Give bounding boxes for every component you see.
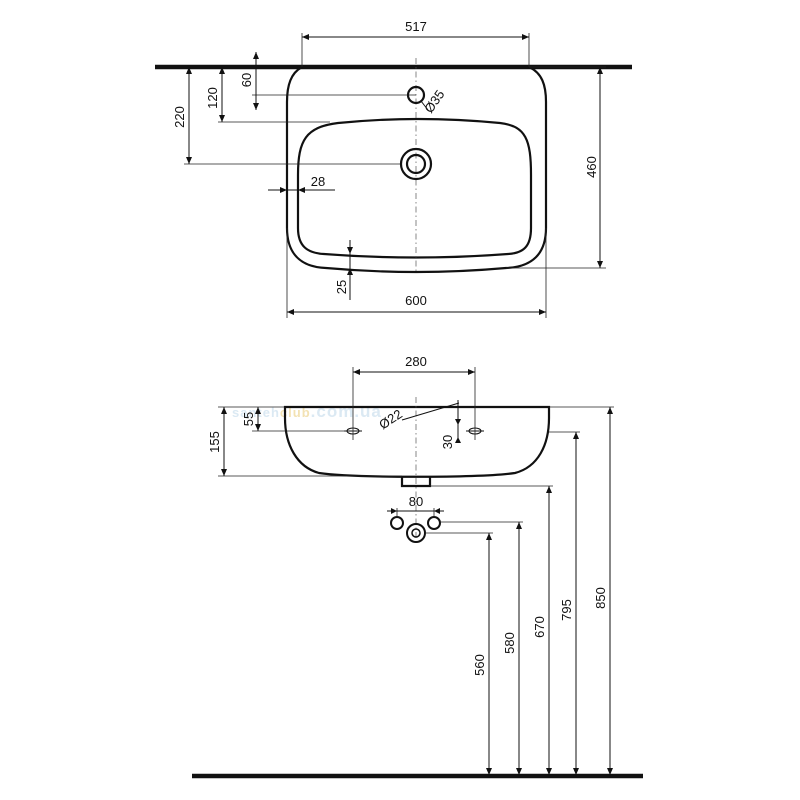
top-view: 517 60 120 220 Ø35 28 460 25 600 [155, 19, 632, 318]
dim-30-label: 30 [440, 435, 455, 449]
watermark-part3: .com.ua [311, 402, 382, 421]
waste-outlet-inner [411, 528, 421, 538]
watermark-part2: club [280, 405, 311, 420]
drain-outer [399, 147, 433, 181]
dim-80-label: 80 [409, 494, 423, 509]
dim-280-label: 280 [405, 354, 427, 369]
dim-460-label: 460 [584, 156, 599, 178]
basin-outline [285, 66, 548, 274]
side-view: santehclub.com.ua 280 55 155 [192, 354, 643, 779]
dim-670-label: 670 [532, 616, 547, 638]
dim-560-label: 560 [472, 654, 487, 676]
basin-profile [283, 405, 551, 478]
dim-28-label: 28 [311, 174, 325, 189]
bowl-outline [296, 117, 533, 259]
dim-220-label: 220 [172, 106, 187, 128]
dim-850-label: 850 [593, 587, 608, 609]
dim-25-label: 25 [334, 280, 349, 294]
dim-517-label: 517 [405, 19, 427, 34]
dim-155-label: 155 [207, 431, 222, 453]
dim-120-label: 120 [205, 87, 220, 109]
dim-60-label: 60 [239, 73, 254, 87]
dim-tap-diameter-label: Ø35 [421, 87, 447, 116]
dim-580-label: 580 [502, 632, 517, 654]
dim-600-label: 600 [405, 293, 427, 308]
water-inlet-right [427, 516, 441, 530]
dim-795-label: 795 [559, 599, 574, 621]
dim-55-label: 55 [241, 412, 256, 426]
drain-inner [405, 153, 427, 175]
water-inlet-left [390, 516, 404, 530]
drain-stub [400, 476, 432, 488]
